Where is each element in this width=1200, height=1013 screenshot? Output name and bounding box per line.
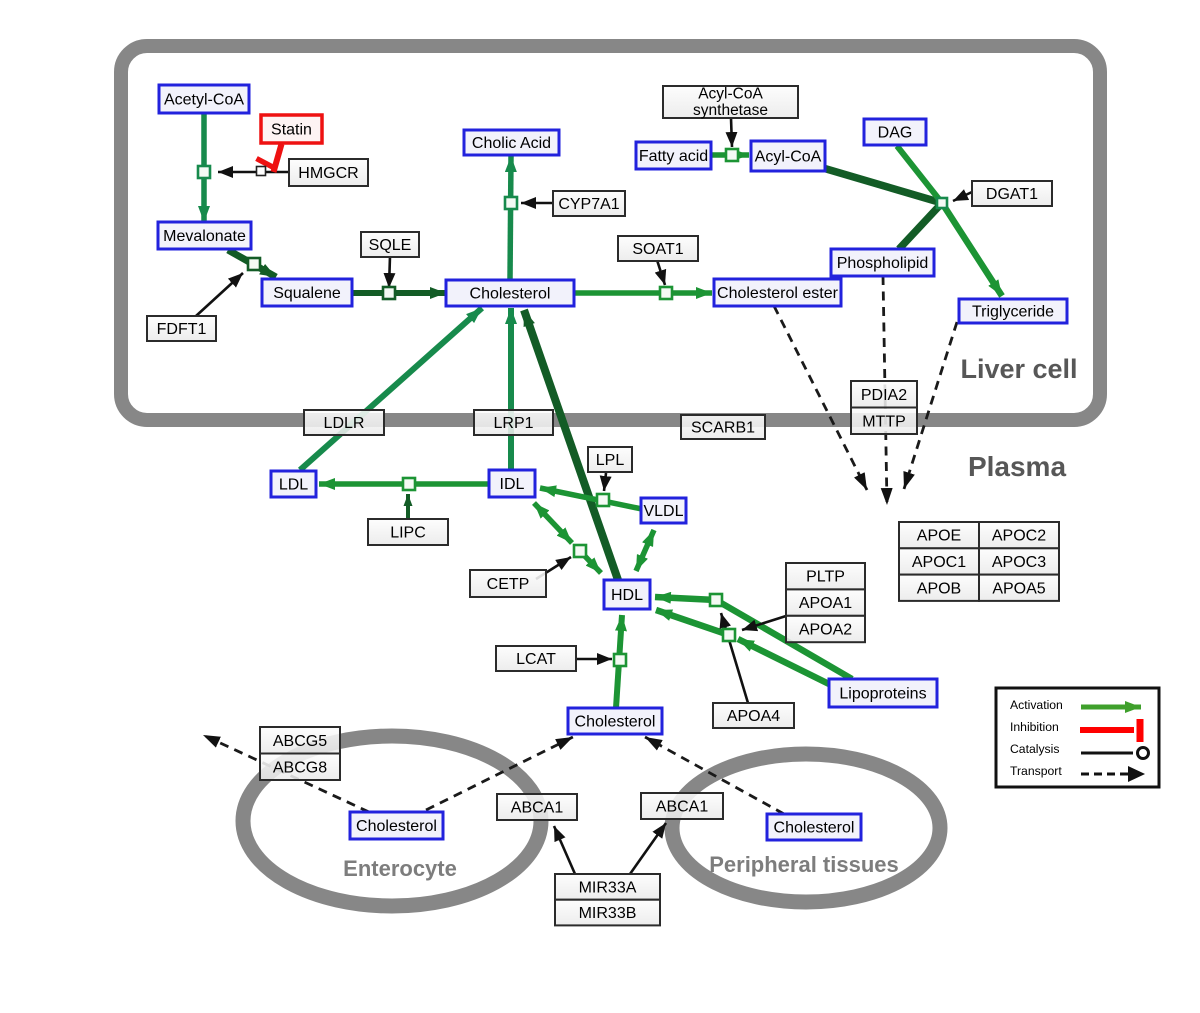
svg-text:APOC2: APOC2 bbox=[992, 528, 1046, 545]
svg-text:LDL: LDL bbox=[279, 477, 308, 494]
svg-text:APOA1: APOA1 bbox=[799, 595, 852, 612]
svg-text:CETP: CETP bbox=[487, 576, 530, 593]
svg-text:ABCG5: ABCG5 bbox=[273, 733, 327, 750]
svg-text:MIR33A: MIR33A bbox=[579, 879, 637, 896]
svg-text:Activation: Activation bbox=[1010, 698, 1063, 712]
svg-text:Mevalonate: Mevalonate bbox=[163, 228, 246, 245]
svg-text:APOC1: APOC1 bbox=[912, 554, 966, 571]
svg-text:ABCG8: ABCG8 bbox=[273, 759, 327, 776]
svg-text:APOA2: APOA2 bbox=[799, 622, 852, 639]
svg-text:LCAT: LCAT bbox=[516, 651, 556, 668]
svg-text:ABCA1: ABCA1 bbox=[656, 799, 709, 816]
svg-text:PDIA2: PDIA2 bbox=[861, 387, 907, 404]
svg-text:synthetase: synthetase bbox=[693, 102, 768, 119]
svg-text:LDLR: LDLR bbox=[324, 415, 365, 432]
svg-text:FDFT1: FDFT1 bbox=[157, 321, 207, 338]
svg-text:SOAT1: SOAT1 bbox=[632, 241, 683, 258]
svg-text:Cholic Acid: Cholic Acid bbox=[472, 135, 551, 152]
svg-text:Acyl-CoA: Acyl-CoA bbox=[698, 85, 763, 102]
svg-text:Cholesterol ester: Cholesterol ester bbox=[717, 285, 839, 302]
svg-text:DGAT1: DGAT1 bbox=[986, 186, 1038, 203]
svg-text:Cholesterol: Cholesterol bbox=[774, 820, 855, 837]
svg-text:Plasma: Plasma bbox=[968, 451, 1066, 482]
svg-text:Lipoproteins: Lipoproteins bbox=[839, 686, 926, 703]
svg-text:ABCA1: ABCA1 bbox=[511, 800, 564, 817]
svg-text:APOE: APOE bbox=[917, 528, 961, 545]
svg-text:Enterocyte: Enterocyte bbox=[343, 856, 457, 881]
svg-text:HDL: HDL bbox=[611, 587, 643, 604]
svg-text:DAG: DAG bbox=[878, 125, 913, 142]
svg-text:Cholesterol: Cholesterol bbox=[575, 714, 656, 731]
svg-text:Inhibition: Inhibition bbox=[1010, 720, 1059, 734]
svg-text:Peripheral tissues: Peripheral tissues bbox=[709, 852, 899, 877]
svg-text:SQLE: SQLE bbox=[369, 237, 412, 254]
svg-text:Cholesterol: Cholesterol bbox=[356, 818, 437, 835]
svg-text:Fatty acid: Fatty acid bbox=[639, 148, 708, 165]
svg-text:APOA5: APOA5 bbox=[992, 580, 1045, 597]
svg-text:CYP7A1: CYP7A1 bbox=[558, 196, 619, 213]
svg-text:LIPC: LIPC bbox=[390, 525, 426, 542]
svg-text:Catalysis: Catalysis bbox=[1010, 742, 1059, 756]
svg-text:APOB: APOB bbox=[917, 580, 961, 597]
svg-text:Phospholipid: Phospholipid bbox=[837, 255, 929, 272]
svg-text:APOA4: APOA4 bbox=[727, 708, 780, 725]
svg-text:PLTP: PLTP bbox=[806, 569, 845, 586]
svg-text:HMGCR: HMGCR bbox=[298, 165, 358, 182]
svg-text:Squalene: Squalene bbox=[273, 285, 341, 302]
svg-text:Statin: Statin bbox=[271, 122, 312, 139]
svg-text:LPL: LPL bbox=[596, 452, 625, 469]
svg-text:LRP1: LRP1 bbox=[493, 415, 533, 432]
svg-text:Triglyceride: Triglyceride bbox=[972, 304, 1054, 321]
svg-text:MTTP: MTTP bbox=[862, 413, 906, 430]
svg-text:SCARB1: SCARB1 bbox=[691, 420, 755, 437]
svg-text:VLDL: VLDL bbox=[643, 503, 683, 520]
svg-text:Acyl-CoA: Acyl-CoA bbox=[755, 149, 822, 166]
svg-text:Acetyl-CoA: Acetyl-CoA bbox=[164, 92, 244, 109]
svg-text:Liver cell: Liver cell bbox=[960, 354, 1077, 384]
svg-text:IDL: IDL bbox=[500, 476, 525, 493]
svg-text:MIR33B: MIR33B bbox=[579, 905, 637, 922]
svg-text:Cholesterol: Cholesterol bbox=[470, 286, 551, 303]
svg-text:Transport: Transport bbox=[1010, 764, 1062, 778]
svg-text:APOC3: APOC3 bbox=[992, 554, 1046, 571]
